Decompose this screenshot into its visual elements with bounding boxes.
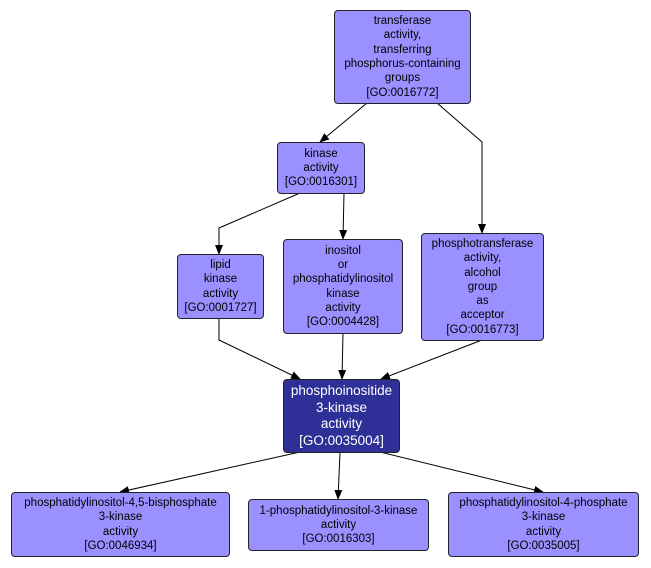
edge-GO0035004-to-GO0046934 (119, 451, 301, 494)
node-label-line: [GO:0046934] (84, 539, 157, 552)
node-label-line: [GO:0035005] (507, 539, 580, 552)
node-label-line: kinase (304, 147, 338, 160)
node-label-line: activity, (383, 29, 422, 42)
node-label-line: inositol (325, 244, 361, 257)
node-label-line: 3-kinase (521, 511, 566, 524)
edge-GO0016301-to-GO0004428 (339, 192, 348, 240)
node-label-line: [GO:0004428] (306, 316, 380, 329)
edge-GO0016772-to-GO0016301 (319, 102, 368, 143)
edge-GO0035004-to-GO0035005 (379, 451, 544, 494)
edge-GO0001727-to-GO0035004 (218, 318, 301, 380)
node-label-line: activity (320, 518, 357, 531)
node-label-line: or (337, 258, 349, 271)
node-label-line: activity (303, 161, 339, 174)
node-label-line: group (467, 280, 498, 293)
edge-GO0035004-to-GO0016303 (334, 451, 343, 500)
node-label-line: phosphatidylinositol-4,5-bisphosphate (24, 496, 217, 509)
node-label-line: phosphatidylinositol (292, 273, 394, 286)
node-label-line: activity (320, 416, 363, 431)
node-label-line: activity (525, 525, 562, 538)
node-label-line: [GO:0016301] (284, 176, 358, 189)
node-label-line: transferase (373, 15, 432, 28)
node-pip2-3-kinase-activity[interactable]: phosphatidylinositol-4,5-bisphosphate 3-k… (11, 492, 230, 557)
node-label-line: groups (384, 72, 421, 85)
node-label-line: [GO:0001727] (184, 301, 257, 314)
node-label-line: acceptor (460, 309, 505, 322)
node-label-line: kinase (203, 273, 238, 286)
node-label-line: phosphoinositide (290, 383, 393, 398)
node-label-line: activity, (463, 252, 502, 265)
edge-GO0004428-to-GO0035004 (338, 332, 347, 380)
node-label-line: activity (202, 287, 239, 300)
edge-GO0016772-to-GO0016773 (436, 102, 486, 234)
node-label-line: [GO:0035004] (299, 432, 384, 448)
node-label-line: phosphatidylinositol-4-phosphate (459, 496, 628, 509)
edge-GO0016773-to-GO0035004 (380, 339, 483, 380)
node-label-line: lipid (210, 258, 231, 271)
node-label-line: activity (102, 525, 139, 538)
node-label-line: [GO:0016303] (302, 533, 375, 546)
node-label-line: activity (325, 301, 361, 314)
node-label-line: 3-kinase (315, 399, 368, 415)
node-pi4p-3-kinase-activity[interactable]: phosphatidylinositol-4-phosphate 3-kinase… (448, 492, 639, 557)
edge-GO0016301-to-GO0001727 (215, 192, 301, 255)
node-label-line: transferring (373, 43, 432, 56)
node-label-line: alcohol (464, 266, 501, 279)
node-label-line: [GO:0016773] (446, 323, 519, 336)
node-label-line: 1-phosphatidylinositol-3-kinase (259, 504, 418, 517)
node-label-line: kinase (326, 287, 360, 300)
node-label-line: as (476, 295, 489, 308)
node-label-line: phosphorus-containing (344, 58, 461, 70)
node-label-line: phosphotransferase (431, 237, 534, 250)
node-label-line: 3-kinase (98, 511, 143, 524)
node-label-line: [GO:0016772] (366, 86, 439, 99)
